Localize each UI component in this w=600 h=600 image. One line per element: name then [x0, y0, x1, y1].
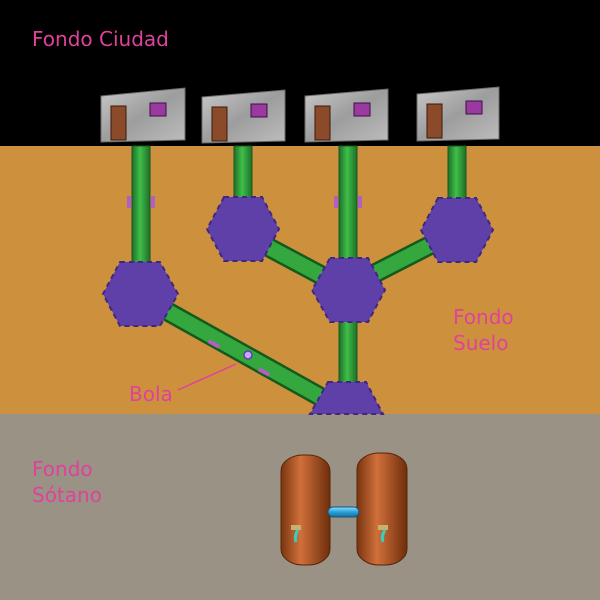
pipe-icon	[334, 145, 362, 267]
pipe-icon	[127, 145, 155, 267]
hexagon-junction-icon	[310, 257, 387, 323]
tank-icon	[280, 454, 331, 566]
hexagon-junction-icon	[419, 197, 495, 263]
city-background-label: Fondo Ciudad	[32, 27, 169, 51]
soil-background-label: Fondo Suelo	[453, 305, 514, 355]
tank-connector	[327, 506, 360, 518]
ball-label: Bola	[129, 382, 173, 406]
city-background	[0, 0, 600, 146]
ball-pointer-line	[177, 363, 237, 391]
pipe-icon	[233, 145, 253, 202]
hexagon-junction-icon	[308, 381, 385, 415]
faucet-icon	[378, 525, 388, 543]
soil-background	[0, 146, 600, 414]
house-icon	[304, 88, 389, 143]
ball-icon[interactable]	[243, 350, 253, 360]
tank-icon	[356, 452, 408, 566]
house-icon	[416, 86, 500, 142]
house-icon	[100, 87, 186, 143]
hexagon-junction-icon	[101, 261, 180, 327]
pipe-icon	[338, 315, 358, 391]
hexagon-junction-icon	[205, 196, 281, 262]
faucet-icon	[291, 525, 301, 543]
basement-background-label: Fondo Sótano	[32, 457, 102, 507]
pipe-icon	[447, 145, 467, 202]
house-icon	[201, 89, 286, 144]
